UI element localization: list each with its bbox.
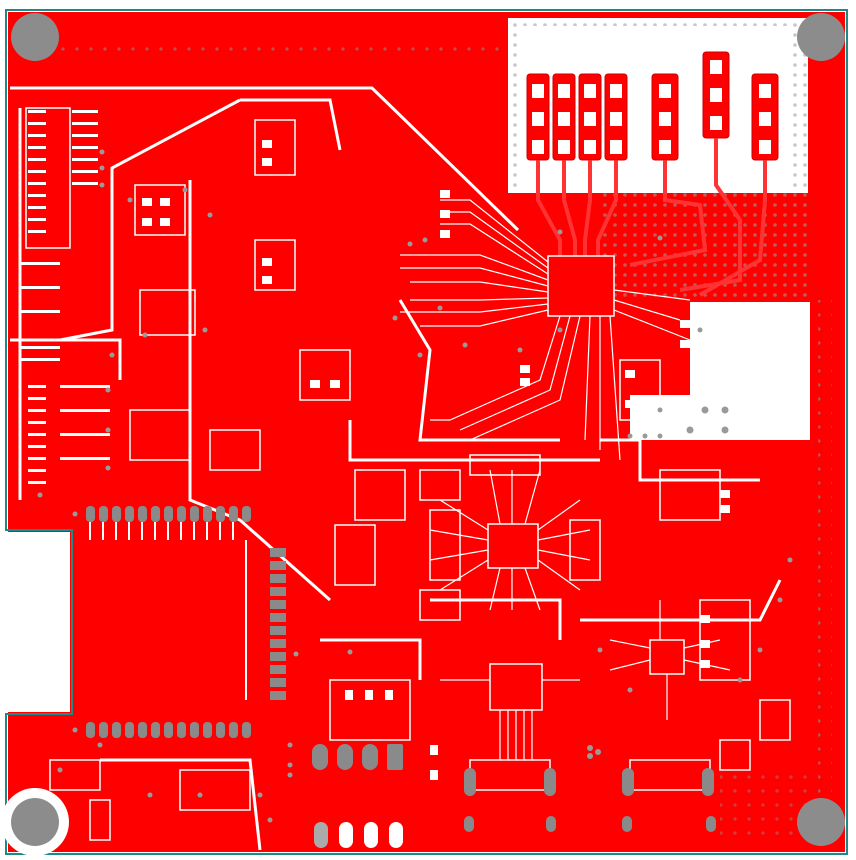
usb-hub-qfn [487, 523, 539, 569]
mcu-fanout-traces [400, 199, 691, 461]
rf-component-pads [532, 60, 771, 154]
mounting-hole-top-left [11, 13, 59, 61]
usb-connector-right [622, 759, 716, 832]
connector-pin-leads [89, 522, 247, 700]
phy-qfn [649, 639, 685, 675]
connector-qfn [489, 663, 543, 711]
usb-hub-traces [429, 469, 591, 611]
connector-pad-row-top [86, 506, 251, 522]
connector-pad-column-right [270, 548, 286, 700]
right-keepout-block-2 [630, 395, 710, 440]
left-header-top-pins [28, 110, 98, 233]
connector-qfn-traces [440, 679, 580, 760]
left-header-bottom-pins [20, 262, 110, 484]
mounting-holes [1, 13, 845, 856]
via-column-right [818, 300, 832, 840]
via-field-bottom-right [720, 770, 810, 840]
connector-pad-row-bottom [86, 722, 251, 738]
power-connector-pads [312, 744, 403, 848]
via-row-top [60, 40, 500, 54]
board-outline [5, 9, 848, 855]
mounting-hole-bottom-right [797, 798, 845, 846]
mcu-qfn [547, 255, 615, 317]
mounting-hole-bottom-left [11, 798, 59, 846]
usb-connector-left [464, 759, 556, 832]
rf-traces [536, 138, 767, 297]
vias [37, 149, 793, 823]
mounting-hole-top-right [797, 13, 845, 61]
left-header-top [25, 107, 71, 249]
passive-components [49, 119, 791, 841]
isolation-lines [10, 86, 782, 851]
smd-pads [142, 140, 730, 780]
